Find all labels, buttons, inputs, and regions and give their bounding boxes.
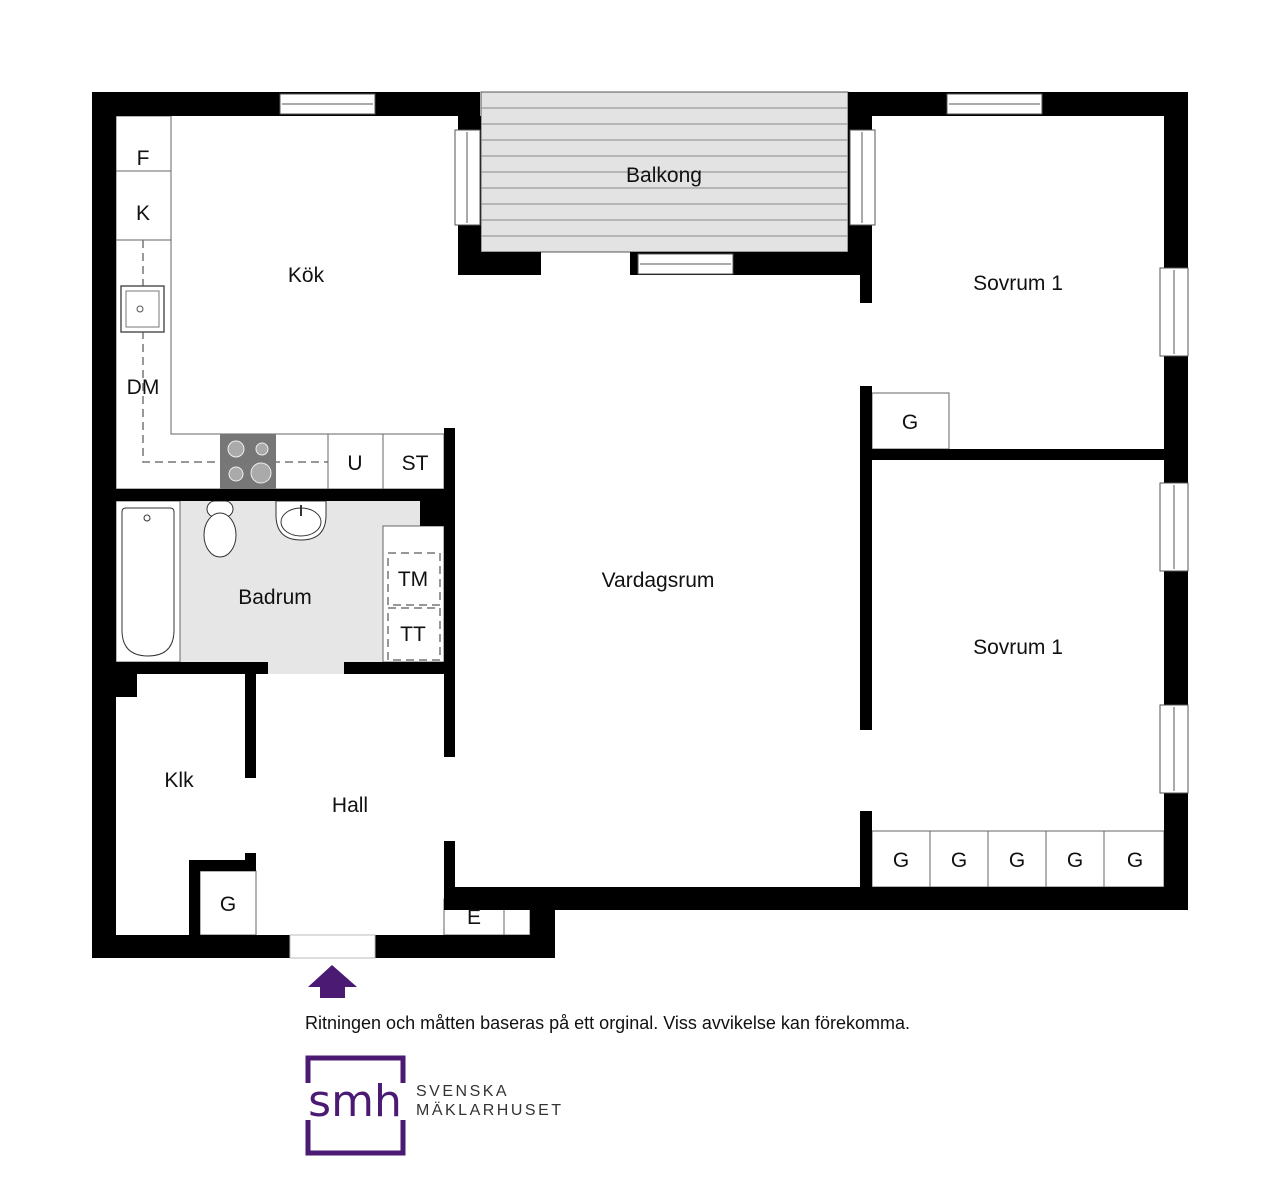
oven-label: U [347, 452, 362, 475]
washing-machine-label: TM [398, 568, 428, 591]
wardrobe-label: G [902, 411, 918, 434]
fridge-label: F [137, 147, 150, 170]
logo-line-1: SVENSKA [416, 1083, 510, 1100]
entrance-arrow-icon [308, 965, 357, 998]
room-label-badrum: Badrum [238, 586, 312, 609]
room-label-klk: Klk [164, 769, 194, 792]
wardrobe-label: G [951, 849, 967, 872]
washing-machine [387, 552, 441, 606]
disclaimer-text: Ritningen och måtten baseras på ett orgi… [305, 1013, 910, 1033]
balcony [480, 91, 849, 253]
logo-wordmark: SVENSKA MÄKLARHUSET [416, 1082, 564, 1120]
kitchen-counter [115, 115, 445, 490]
wardrobe-label: G [1009, 849, 1025, 872]
wardrobe-label: G [1127, 849, 1143, 872]
wardrobe-label: G [1067, 849, 1083, 872]
room-label-kok: Kök [288, 264, 325, 287]
room-label-vardagsrum: Vardagsrum [602, 569, 715, 592]
logo-line-2: MÄKLARHUSET [416, 1102, 564, 1119]
dishwasher-label: DM [127, 376, 160, 399]
bathroom-threshold [268, 662, 344, 674]
wardrobe-label: G [893, 849, 909, 872]
entrance-door [289, 934, 376, 959]
logo-mark: smh [308, 1076, 402, 1127]
bathtub-icon [115, 500, 181, 663]
storage-label: ST [402, 452, 429, 475]
room-label-hall: Hall [332, 794, 368, 817]
toilet-icon [203, 500, 237, 558]
freezer-label: K [136, 202, 150, 225]
stove-icon [220, 434, 276, 489]
laundry-cabinet [382, 525, 445, 663]
sink-icon [120, 285, 165, 333]
wardrobe-label: G [220, 893, 236, 916]
electric-cabinet-label: E [467, 906, 481, 929]
tumble-dryer [387, 607, 441, 661]
smh-logo: smh [305, 1055, 406, 1156]
room-label-sovrum-b: Sovrum 1 [973, 636, 1063, 659]
tumble-dryer-label: TT [400, 623, 426, 646]
windows [279, 93, 1189, 794]
washbasin-icon [275, 500, 327, 541]
room-label-sovrum-a: Sovrum 1 [973, 272, 1063, 295]
room-label-balkong: Balkong [626, 164, 702, 187]
